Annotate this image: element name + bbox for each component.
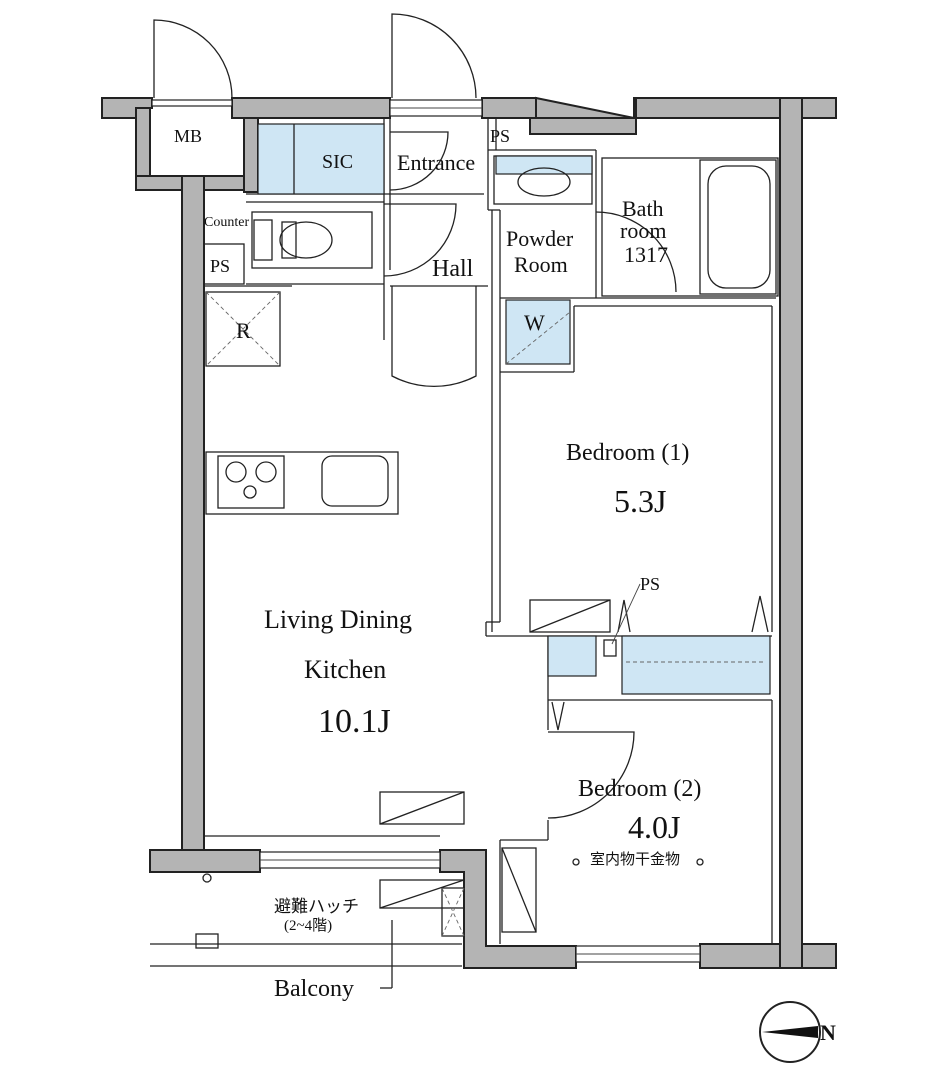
label-powder-1: Powder	[506, 226, 574, 251]
label-ldk-2: Kitchen	[304, 655, 386, 684]
top-wall-ps	[481, 97, 537, 119]
toilet-counter	[251, 211, 373, 269]
windows	[151, 99, 701, 963]
ps-notch-wall	[529, 117, 637, 135]
label-ldk-1: Living Dining	[264, 605, 412, 634]
label-bath-2: room	[620, 218, 666, 243]
label-ps-left: PS	[210, 256, 230, 276]
walls	[101, 96, 837, 969]
label-ldk-size: 10.1J	[318, 703, 391, 740]
label-hatch-2: (2~4階)	[284, 917, 332, 934]
bottom-wall-br2	[699, 943, 781, 969]
label-bedroom2-name: Bedroom (2)	[578, 776, 701, 802]
label-ps-mid: PS	[640, 574, 660, 594]
compass-label: N	[820, 1020, 836, 1045]
label-bedroom1-size: 5.3J	[614, 483, 666, 519]
label-hatch-1: 避難ハッチ	[274, 897, 359, 916]
label-ps-top: PS	[490, 126, 510, 146]
right-outer-wall	[779, 97, 803, 969]
washer-space	[505, 299, 571, 365]
compass-needle-icon	[762, 1026, 818, 1038]
partitions	[204, 118, 776, 944]
sic-left-wall	[243, 117, 259, 193]
label-counter: Counter	[204, 215, 249, 230]
left-outer-wall	[181, 175, 205, 853]
top-wall-bath	[635, 97, 837, 119]
label-powder-2: Room	[514, 252, 568, 277]
label-sic: SIC	[322, 151, 353, 173]
doors	[153, 13, 677, 819]
bedroom1-closet	[621, 635, 771, 695]
fixtures	[150, 123, 779, 989]
bathtub-area	[601, 157, 779, 297]
label-bath-3: 1317	[624, 242, 668, 267]
fridge-space	[205, 291, 281, 367]
bedroom2-closet	[547, 635, 597, 677]
label-fridge: R	[236, 318, 251, 343]
label-washer: W	[524, 310, 545, 335]
label-mb: MB	[174, 126, 202, 146]
labels: MB SIC Entrance PS Counter PS Hall Powde…	[174, 126, 704, 1002]
label-balcony: Balcony	[274, 976, 354, 1002]
label-entrance: Entrance	[397, 150, 475, 175]
bottom-right-stub	[801, 943, 837, 969]
label-bedroom1-name: Bedroom (1)	[566, 440, 689, 466]
label-hall: Hall	[432, 256, 474, 282]
sic-closet	[257, 123, 385, 195]
label-bedroom2-size: 4.0J	[628, 809, 680, 845]
compass: N	[759, 1001, 836, 1063]
bottom-wall-right	[439, 849, 577, 969]
kitchen-counter	[205, 451, 399, 515]
bottom-wall-left	[149, 849, 261, 873]
label-drying: 室内物干金物	[590, 851, 680, 868]
label-bath-1: Bath	[622, 196, 664, 221]
top-wall-sic	[231, 97, 391, 119]
